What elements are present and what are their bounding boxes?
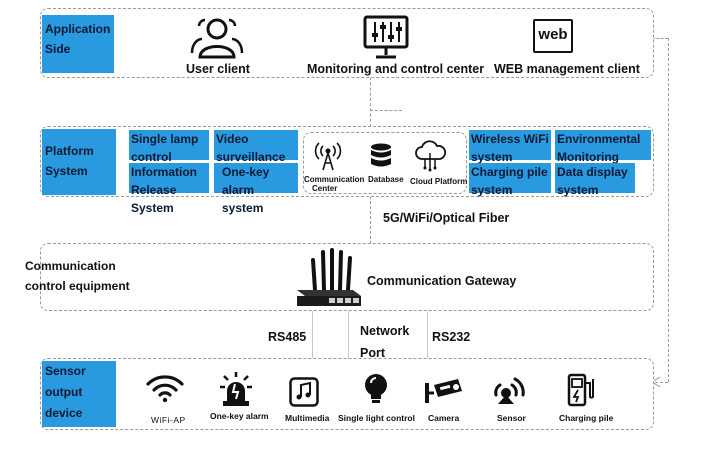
one-key-line2: alarm system — [222, 183, 264, 215]
monitor-sliders-icon — [363, 15, 409, 59]
users-icon — [190, 18, 244, 59]
communication-center-label: Communication Center — [304, 175, 364, 193]
charging-icon — [567, 373, 594, 407]
one-key-alarm-label: One-key alarm — [210, 411, 269, 421]
single-light-control-label: Single light control — [338, 413, 415, 423]
camera-label: Camera — [428, 413, 460, 423]
single-lamp-line1: Single lamp — [131, 132, 199, 146]
application-side-label: Application Side — [42, 15, 114, 73]
platform-side-label: Platform System — [42, 129, 116, 195]
application-label-line1: Application — [45, 22, 111, 36]
wifi-ap-label: WiFi-AP — [151, 415, 186, 425]
rs232-label: RS232 — [432, 330, 471, 344]
connector-platform-comm — [370, 196, 371, 244]
conn-line-left — [312, 311, 313, 361]
connector-app-platform-h — [370, 110, 402, 111]
connector-app-platform — [370, 77, 371, 127]
database-icon — [371, 143, 391, 167]
connector-right-loop-top — [652, 38, 668, 39]
communication-layer: Communication control equipment Communic… — [25, 243, 654, 311]
platform-label-line2: System — [45, 164, 88, 178]
cloud-platform-label: Cloud Platform — [410, 177, 468, 186]
platform-layer: Platform System Single lamp control syst… — [40, 126, 654, 215]
antenna-icon — [314, 142, 342, 171]
web-client-label: WEB management client — [494, 62, 640, 76]
system-charging-pile: Charging pile system — [469, 163, 551, 197]
comm-label-line1: Communication — [25, 259, 116, 273]
comm-center-line2: Center — [312, 184, 338, 193]
comm-center-line1: Communication — [304, 175, 365, 184]
system-environmental-monitoring: Environmental Monitoring System — [555, 130, 651, 182]
sensor-label: Sensor — [497, 413, 526, 423]
system-information-release: Information Release System — [129, 163, 209, 215]
connector-right-loop-bottom — [655, 382, 668, 383]
system-video-surveillance: Video surveillance system — [214, 130, 298, 182]
charging-pile-label: Charging pile — [559, 413, 614, 423]
conn-line-mid — [348, 311, 349, 361]
information-line1: Information — [131, 165, 197, 179]
data-display-line1: Data display — [557, 165, 628, 179]
charging-sys-line2: system — [471, 183, 513, 197]
wifi-sys-line1: Wireless WiFi — [471, 132, 549, 146]
video-line1: Video surveillance — [216, 132, 286, 164]
application-layer: Application Side User client Monitoring … — [40, 8, 654, 78]
one-key-line1: One-key — [222, 165, 270, 179]
connector-right-loop — [668, 38, 669, 382]
music-icon — [289, 377, 319, 407]
bulb-icon — [365, 374, 387, 403]
platform-center-group: Communication Center Database Cloud Plat… — [303, 132, 467, 194]
platform-label-line1: Platform — [45, 144, 94, 158]
system-one-key-alarm: One-key alarm system — [214, 163, 298, 215]
gateway-label: Communication Gateway — [367, 274, 517, 288]
router-icon — [297, 248, 361, 306]
data-display-line2: system — [557, 183, 599, 197]
web-icon-text: web — [538, 26, 568, 43]
monitoring-center-label: Monitoring and control center — [307, 62, 485, 76]
sensor-label-line3: device — [45, 406, 83, 420]
sensor-side-label: Sensor output device — [42, 361, 116, 427]
information-line2: Release System — [131, 183, 177, 215]
wifi-sys-line2: system — [471, 150, 513, 164]
sensor-layer: Sensor output device WiFi-AP One-key ala… — [40, 358, 654, 430]
system-data-display: Data display system — [555, 163, 635, 197]
rs485-label: RS485 — [268, 330, 307, 344]
sensor-label-line2: output — [45, 385, 83, 399]
alarm-icon — [220, 372, 252, 406]
system-wireless-wifi: Wireless WiFi system — [469, 130, 551, 164]
sensor-label-line1: Sensor — [45, 364, 86, 378]
network-port-line1: Network — [360, 324, 410, 338]
user-client-label: User client — [186, 62, 250, 76]
charging-sys-line1: Charging pile — [471, 165, 548, 179]
cloud-icon — [415, 140, 447, 172]
sensor-icon — [494, 377, 525, 404]
database-label: Database — [368, 175, 404, 184]
web-icon: web — [533, 19, 573, 53]
multimedia-label: Multimedia — [285, 413, 330, 423]
env-line1: Environmental — [557, 132, 641, 146]
comm-label-line2: control equipment — [25, 279, 130, 293]
conn-line-right — [427, 311, 428, 361]
camera-icon — [425, 379, 462, 403]
communication-side-label: Communication control equipment — [25, 256, 130, 296]
network-port-label: Network Port — [360, 320, 409, 364]
system-single-lamp: Single lamp control system — [129, 130, 209, 182]
application-label-line2: Side — [45, 42, 71, 56]
network-port-line2: Port — [360, 346, 385, 360]
wifi-icon — [146, 375, 184, 403]
link-label: 5G/WiFi/Optical Fiber — [383, 211, 510, 225]
